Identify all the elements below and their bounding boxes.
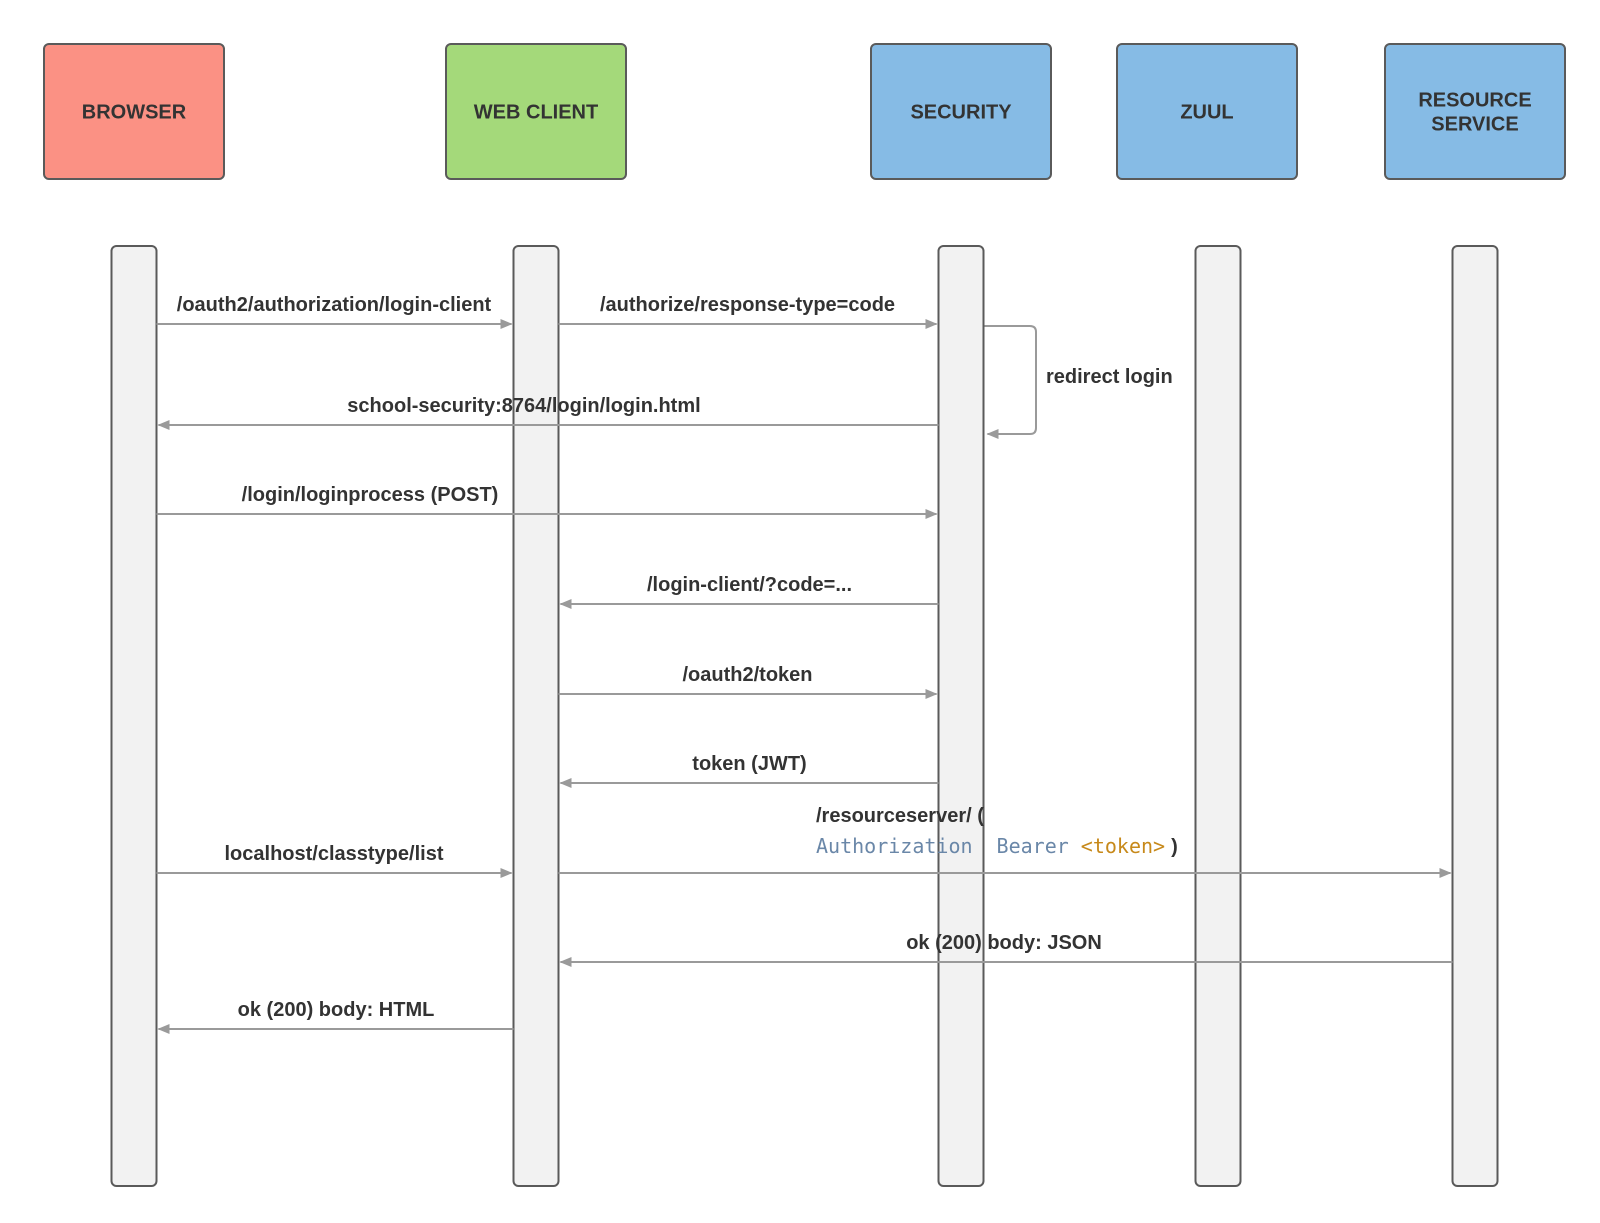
message-label: token (JWT) xyxy=(692,753,806,775)
auth-header-key: Authorization xyxy=(816,834,973,858)
message-6: /oauth2/token xyxy=(558,664,938,699)
messages-layer: /oauth2/authorization/login-client/autho… xyxy=(156,294,1453,1034)
auth-header-scheme: Bearer xyxy=(997,834,1069,858)
actor-label: WEB CLIENT xyxy=(474,102,598,124)
lifeline-4 xyxy=(1451,245,1499,1187)
message-11: ok (200) body: HTML xyxy=(157,999,514,1034)
actor-box xyxy=(870,43,1052,180)
actor-3: ZUUL xyxy=(1116,43,1298,180)
lifelines-layer xyxy=(110,245,1499,1187)
message-label: /login-client/?code=... xyxy=(647,574,852,596)
auth-header-close: ) xyxy=(1171,836,1178,858)
message-10: ok (200) body: JSON xyxy=(559,932,1453,967)
actor-0: BROWSER xyxy=(43,43,225,180)
lifeline-2 xyxy=(937,245,985,1187)
message-2: redirect login xyxy=(984,325,1173,439)
message-4: /login/loginprocess (POST) xyxy=(156,484,938,519)
actor-label: SERVICE xyxy=(1431,114,1518,136)
actor-label: RESOURCE xyxy=(1418,90,1531,112)
message-8: localhost/classtype/list xyxy=(156,843,513,878)
actor-box xyxy=(1384,43,1566,180)
message-0: /oauth2/authorization/login-client xyxy=(156,294,513,329)
lifeline-1 xyxy=(512,245,560,1187)
actor-box xyxy=(1116,43,1298,180)
message-label: redirect login xyxy=(1046,366,1173,388)
message-label: /authorize/response-type=code xyxy=(600,294,895,316)
message-label: localhost/classtype/list xyxy=(225,843,444,865)
actor-label: ZUUL xyxy=(1180,102,1233,124)
actors-layer: BROWSER WEB CLIENT SECURITY ZUUL RESOURCESER… xyxy=(43,43,1566,180)
message-9: /resourceserver/ ( Authorization Bearer <to… xyxy=(558,805,1452,878)
self-message-arrow xyxy=(984,325,1037,439)
message-label: /oauth2/authorization/login-client xyxy=(177,294,492,316)
actor-box xyxy=(43,43,225,180)
auth-header-value: <token> xyxy=(1081,834,1165,858)
message-1: /authorize/response-type=code xyxy=(558,294,938,329)
actor-box xyxy=(445,43,627,180)
message-label: /resourceserver/ ( xyxy=(816,805,984,827)
message-3: school-security:8764/login/login.html xyxy=(157,395,939,430)
message-label: /login/loginprocess (POST) xyxy=(242,484,499,506)
message-7: token (JWT) xyxy=(559,753,939,788)
auth-header-text: Authorization Bearer <token>) xyxy=(816,834,1178,858)
actor-2: SECURITY xyxy=(870,43,1052,180)
message-label: school-security:8764/login/login.html xyxy=(347,395,700,417)
message-5: /login-client/?code=... xyxy=(559,574,939,609)
actor-label: SECURITY xyxy=(910,102,1012,124)
lifeline-0 xyxy=(110,245,158,1187)
message-label: ok (200) body: JSON xyxy=(906,932,1102,954)
message-label: /oauth2/token xyxy=(682,664,812,686)
lifeline-3 xyxy=(1194,245,1242,1187)
message-label: ok (200) body: HTML xyxy=(238,999,435,1021)
actor-label: BROWSER xyxy=(82,102,187,124)
actor-1: WEB CLIENT xyxy=(445,43,627,180)
